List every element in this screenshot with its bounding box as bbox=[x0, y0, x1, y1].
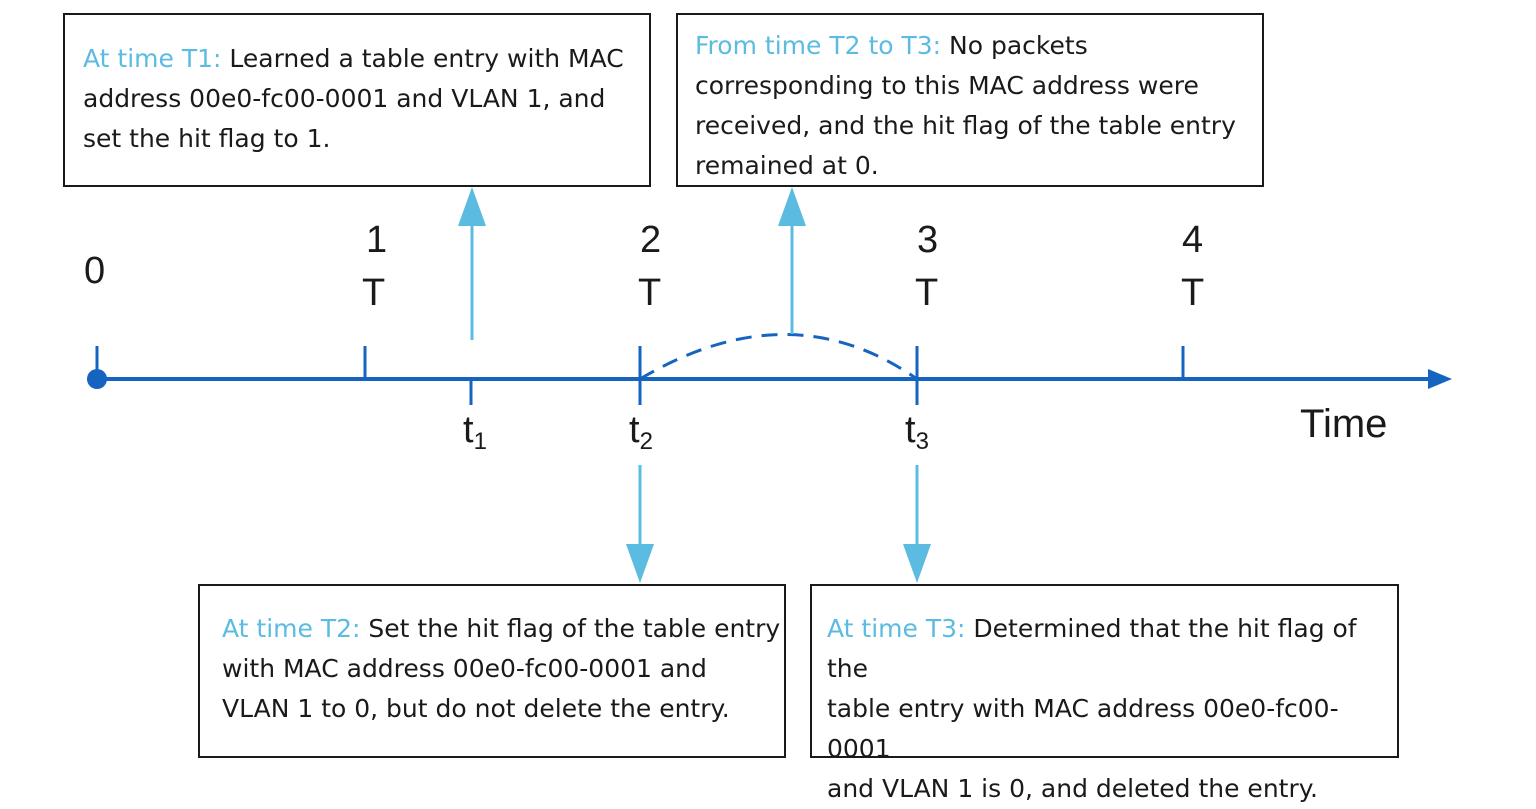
box-t2t3-line-1: No packets bbox=[941, 31, 1088, 60]
annotation-box-t2-to-t3: From time T2 to T3: No packets correspon… bbox=[676, 13, 1264, 187]
box-t1-lead: At time T1: bbox=[83, 44, 222, 73]
arrow-up-arc-head bbox=[778, 187, 806, 226]
tick-t3-base: t bbox=[905, 409, 916, 451]
box-t1-line-1: Learned a table entry with MAC bbox=[221, 44, 624, 73]
box-t2t3-lead: From time T2 to T3: bbox=[695, 31, 942, 60]
box-t2t3-line-3: received, and the hit flag of the table … bbox=[695, 111, 1236, 140]
origin-label: 0 bbox=[84, 250, 105, 292]
tick-T3-letter: T bbox=[915, 272, 938, 314]
tick-t1-label: t1 bbox=[463, 409, 487, 455]
box-t3-lead: At time T3: bbox=[827, 614, 966, 643]
timeline-diagram: 0 1 T 2 T 3 T 4 T t1 t2 t3 Time bbox=[84, 187, 1452, 583]
arrow-up-t1-head bbox=[458, 187, 486, 226]
annotation-box-t2: At time T2: Set the hit flag of the tabl… bbox=[198, 584, 786, 758]
arrow-down-t3-head bbox=[903, 544, 931, 583]
tick-t2-base: t bbox=[629, 409, 640, 451]
tick-T1-num: 1 bbox=[366, 219, 387, 261]
time-axis-label: Time bbox=[1300, 402, 1387, 446]
box-t2t3-line-2: corresponding to this MAC address were bbox=[695, 71, 1199, 100]
tick-t1-base: t bbox=[463, 409, 474, 451]
dashed-arc bbox=[639, 333, 918, 381]
tick-t3-sub: 3 bbox=[916, 428, 929, 455]
tick-t2-label: t2 bbox=[629, 409, 653, 455]
box-t3-line-2: table entry with MAC address 00e0-fc00-0… bbox=[827, 694, 1339, 763]
tick-t3-label: t3 bbox=[905, 409, 929, 455]
annotation-box-t1: At time T1: Learned a table entry with M… bbox=[63, 13, 651, 187]
annotation-box-t3: At time T3: Determined that the hit flag… bbox=[810, 584, 1399, 803]
tick-T2-letter: T bbox=[638, 272, 661, 314]
time-axis-arrowhead bbox=[1428, 369, 1452, 389]
box-t2-lead: At time T2: bbox=[222, 614, 361, 643]
box-t1-line-2: address 00e0-fc00-0001 and VLAN 1, and bbox=[83, 84, 606, 113]
tick-T4-num: 4 bbox=[1182, 219, 1203, 261]
tick-T1-letter: T bbox=[362, 272, 385, 314]
tick-T2-num: 2 bbox=[640, 219, 661, 261]
box-t2t3-line-4: remained at 0. bbox=[695, 151, 879, 180]
box-t1-line-3: set the hit flag to 1. bbox=[83, 124, 331, 153]
tick-t2-sub: 2 bbox=[640, 428, 653, 455]
box-t3-line-3: and VLAN 1 is 0, and deleted the entry. bbox=[827, 774, 1318, 803]
arrow-down-t2-head bbox=[626, 544, 654, 583]
tick-t1-sub: 1 bbox=[474, 428, 487, 455]
tick-T4-letter: T bbox=[1181, 272, 1204, 314]
box-t3-line-1: Determined that the hit flag of the bbox=[827, 614, 1357, 683]
tick-T3-num: 3 bbox=[917, 219, 938, 261]
